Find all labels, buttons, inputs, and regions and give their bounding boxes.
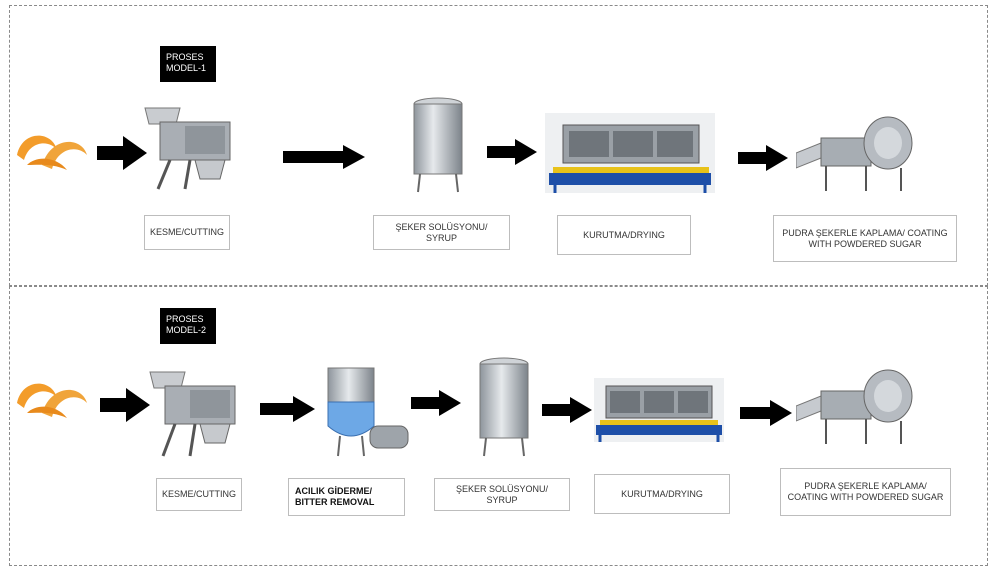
step-label-drying: KURUTMA/DRYING xyxy=(557,215,691,255)
coating-machine-image xyxy=(796,116,913,191)
step-label-syrup: ŞEKER SOLÜSYONU/ SYRUP xyxy=(373,215,510,250)
step-label-bitter-removal: ACILIK GİDERME/ BITTER REMOVAL xyxy=(288,478,405,516)
arrow-icon xyxy=(260,396,315,422)
syrup-tank-image xyxy=(413,97,463,193)
step-label-coating: PUDRA ŞEKERLE KAPLAMA/ COATING WITH POWD… xyxy=(773,215,957,262)
process-model-1-panel xyxy=(9,5,988,286)
flag-line-1: PROSES xyxy=(166,314,204,324)
step-label-cutting: KESME/CUTTING xyxy=(156,478,242,511)
bitter-removal-tank-image xyxy=(327,367,409,457)
cutting-machine-image xyxy=(144,107,231,190)
flag-line-1: PROSES xyxy=(166,52,204,62)
coating-machine-image xyxy=(796,369,913,444)
orange-peel-image xyxy=(17,135,87,170)
arrow-icon xyxy=(738,145,788,171)
process-model-2-flag: PROSES MODEL-2 xyxy=(160,308,216,344)
drying-machine-image xyxy=(594,378,724,442)
arrow-icon xyxy=(283,145,365,169)
arrow-icon xyxy=(411,390,461,416)
step-label-coating: PUDRA ŞEKERLE KAPLAMA/ COATING WITH POWD… xyxy=(780,468,951,516)
arrow-icon xyxy=(740,400,792,426)
process-model-2-panel xyxy=(9,286,988,566)
process-model-1-flag: PROSES MODEL-1 xyxy=(160,46,216,82)
flag-line-2: MODEL-1 xyxy=(166,63,207,73)
drying-machine-image xyxy=(545,113,715,193)
arrow-icon xyxy=(97,136,147,170)
arrow-icon xyxy=(542,397,592,423)
step-label-syrup: ŞEKER SOLÜSYONU/ SYRUP xyxy=(434,478,570,511)
step-label-cutting: KESME/CUTTING xyxy=(144,215,230,250)
arrow-icon xyxy=(487,139,537,165)
syrup-tank-image xyxy=(479,357,529,457)
flag-line-2: MODEL-2 xyxy=(166,325,207,335)
step-label-drying: KURUTMA/DRYING xyxy=(594,474,730,514)
arrow-icon xyxy=(100,388,150,422)
cutting-machine-image xyxy=(149,371,236,457)
orange-peel-image xyxy=(17,383,87,418)
